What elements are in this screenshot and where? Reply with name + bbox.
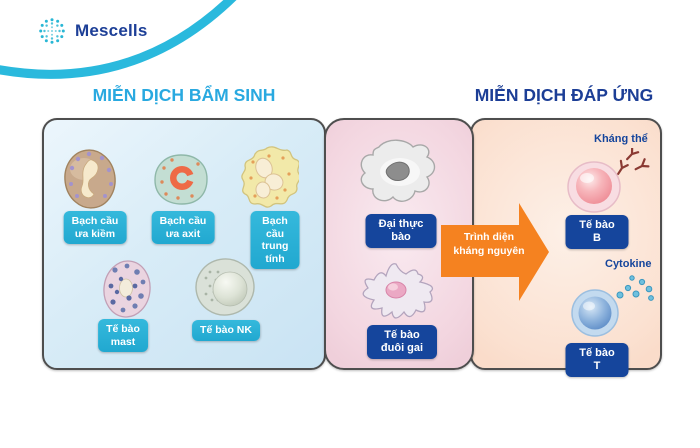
b-cell-label: Tế bào B [565, 215, 629, 250]
b-cell-illustration [567, 161, 621, 213]
mast-cell-illustration [103, 260, 151, 318]
adaptive-immunity-heading: MIỄN DỊCH ĐÁP ỨNG [474, 85, 654, 105]
t-cell-illustration [571, 289, 619, 337]
cytokine-annotation: Cytokine [605, 258, 652, 270]
adaptive-immunity-panel: Kháng thể Tế bào B Cytokine [470, 118, 662, 378]
neutrophil-illustration [241, 146, 299, 208]
nk-cell-illustration [195, 258, 255, 316]
antibody-y-icon [617, 148, 650, 176]
antigen-presentation-arrow [441, 203, 549, 301]
mast-cell-label: Tế bào mast [98, 319, 148, 353]
antigen-presentation-label: Trình diện kháng nguyên [453, 231, 525, 257]
antigen-presenting-panel: Đại thực bào Tế bào đuôi gai [324, 118, 474, 370]
t-cell-label: Tế bào T [565, 343, 629, 378]
dot-sphere-icon [39, 18, 65, 44]
cytokine-dots-icon [616, 275, 654, 301]
nk-cell-label: Tế bào NK [192, 320, 260, 341]
swoosh-curve [0, 0, 237, 79]
dendritic-cell-label: Tế bào đuôi gai [367, 325, 437, 360]
brand-name: Mescells [75, 21, 148, 40]
macrophage-label: Đại thực bào [365, 214, 437, 249]
brand-logo: Mescells [36, 15, 147, 47]
innate-immunity-heading: MIỄN DỊCH BẨM SINH [92, 85, 276, 105]
basophil-label: Bạch cầu ưa kiềm [63, 211, 127, 245]
dendritic-cell-illustration [362, 263, 434, 319]
antibody-annotation: Kháng thể [594, 133, 648, 145]
macrophage-illustration [360, 139, 436, 202]
basophil-illustration [64, 149, 116, 209]
eosinophil-illustration [154, 154, 208, 205]
innate-immunity-panel: Bạch cầu ưa kiềm Bạch cầu ưa axit [42, 118, 326, 370]
eosinophil-label: Bạch cầu ưa axit [151, 211, 215, 245]
neutrophil-label: Bạch cầu trung tính [250, 211, 300, 270]
